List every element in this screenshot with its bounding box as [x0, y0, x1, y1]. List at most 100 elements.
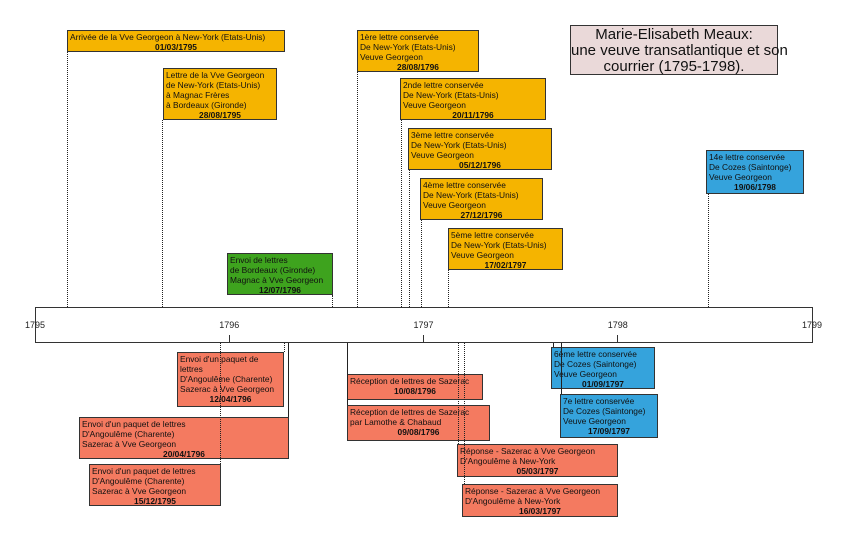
event-text-line: Veuve Georgeon — [563, 416, 626, 426]
event-text-line: Réception de lettres de Sazerac — [350, 407, 470, 417]
event-text-line: Réception de lettres de Sazerac — [350, 376, 470, 386]
connector-reponse-05-03 — [458, 343, 459, 444]
event-text-line: lettres — [180, 364, 203, 374]
event-text-line: D'Angoulême (Charente) — [92, 476, 185, 486]
connector-reponse-16-03 — [464, 343, 465, 484]
event-text-line: De Cozes (Saintonge) — [554, 359, 637, 369]
event-text-line: Sazerac à Vve Georgeon — [180, 384, 275, 394]
event-date: 01/09/1797 — [582, 379, 624, 389]
event-text-line: Lettre de la Vve Georgeon — [166, 70, 265, 80]
event-text-line: à Bordeaux (Gironde) — [166, 100, 247, 110]
event-text-line: Magnac à Vve Georgeon — [230, 275, 324, 285]
axis-label-1796: 1796 — [219, 320, 240, 330]
event-text-line: Sazerac à Vve Georgeon — [92, 486, 187, 496]
event-text-line: 7e lettre conservée — [563, 396, 635, 406]
event-text-line: 4ème lettre conservée — [423, 180, 506, 190]
event-date: 28/08/1795 — [199, 110, 241, 120]
event-text-line: D'Angoulême (Charente) — [180, 374, 273, 384]
event-date: 28/08/1796 — [397, 62, 439, 72]
event-text-line: 14e lettre conservée — [709, 152, 785, 162]
connector-lettre-14 — [708, 194, 709, 307]
axis-tick-1799 — [811, 335, 813, 343]
event-date: 16/03/1797 — [519, 506, 561, 516]
event-text-line: Veuve Georgeon — [709, 172, 772, 182]
event-text-line: D'Angoulême à New-York — [460, 456, 556, 466]
event-text-line: Veuve Georgeon — [411, 150, 474, 160]
event-date: 12/07/1796 — [259, 285, 301, 295]
connector-envoi-bordeaux — [332, 295, 333, 307]
connector-lettre-3 — [409, 170, 410, 307]
event-date: 20/11/1796 — [452, 110, 494, 120]
axis-tick-1797 — [423, 335, 424, 343]
timeline-axis — [35, 307, 813, 343]
event-text-line: Veuve Georgeon — [423, 200, 486, 210]
event-text-line: 6ème lettre conservée — [554, 349, 637, 359]
event-text-line: Veuve Georgeon — [403, 100, 466, 110]
event-date: 17/09/1797 — [588, 426, 630, 436]
event-text-line: 5ème lettre conservée — [451, 230, 534, 240]
event-text-line: D'Angoulême à New-York — [465, 496, 561, 506]
event-text-line: à Magnac Frères — [166, 90, 230, 100]
event-text-line: De New-York (Etats-Unis) — [423, 190, 519, 200]
connector-lettre-5 — [448, 270, 449, 307]
event-box-arrivee: Arrivée de la Vve Georgeon à New-York (E… — [67, 30, 285, 52]
event-text-line: Veuve Georgeon — [554, 369, 617, 379]
event-text-line: par Lamothe & Chabaud — [350, 417, 442, 427]
connector-lettre-4 — [421, 220, 422, 307]
event-text-line: Sazerac à Vve Georgeon — [82, 439, 177, 449]
title-line-2: une veuve transatlantique et son — [571, 42, 788, 59]
event-text-line: Envoi d'un paquet de lettres — [82, 419, 186, 429]
event-date: 19/06/1798 — [734, 182, 776, 192]
axis-label-1797: 1797 — [413, 320, 434, 330]
event-text-line: De New-York (Etats-Unis) — [360, 42, 456, 52]
axis-label-1799: 1799 — [801, 320, 823, 330]
axis-label-1798: 1798 — [607, 320, 628, 330]
event-text-line: D'Angoulême (Charente) — [82, 429, 175, 439]
connector-lettre-2 — [401, 120, 402, 307]
title-line-1: Marie-Elisabeth Meaux: — [595, 26, 753, 43]
event-text-line: Réponse - Sazerac à Vve Georgeon — [460, 446, 596, 456]
connector-envoi-12-04 — [284, 343, 285, 352]
event-text-line: Envoi de lettres — [230, 255, 288, 265]
event-date: 09/08/1796 — [397, 427, 440, 437]
event-text-line: 3ème lettre conservée — [411, 130, 494, 140]
connector-lettre-1 — [357, 72, 358, 307]
event-date: 17/02/1797 — [484, 260, 527, 270]
event-text-line: Envoi d'un paquet de — [180, 354, 259, 364]
event-date: 05/12/1796 — [459, 160, 501, 170]
diagram-title: Marie-Elisabeth Meaux: une veuve transat… — [570, 25, 788, 75]
title-line-3: courrier (1795-1798). — [603, 58, 745, 75]
connector-lettre-6 — [553, 343, 554, 347]
event-text-line: 1ère lettre conservée — [360, 32, 439, 42]
connector-reception-09-08 — [347, 343, 348, 405]
event-text-line: De New-York (Etats-Unis) — [451, 240, 547, 250]
event-text-line: De Cozes (Saintonge) — [709, 162, 792, 172]
event-text-line: Réponse - Sazerac à Vve Georgeon — [465, 486, 601, 496]
event-text-line: De New-York (Etats-Unis) — [411, 140, 507, 150]
event-text-line: De New-York (Etats-Unis) — [403, 90, 499, 100]
connector-lettre-magnac — [162, 120, 163, 307]
event-text-line: Envoi d'un paquet de lettres — [92, 466, 196, 476]
event-text-line: Veuve Georgeon — [451, 250, 514, 260]
axis-tick-1795 — [34, 335, 36, 343]
event-date: 05/03/1797 — [516, 466, 559, 476]
event-date: 01/03/1795 — [155, 42, 197, 52]
event-date: 10/08/1796 — [394, 386, 436, 396]
event-date: 20/04/1796 — [163, 449, 205, 459]
event-text-line: de Bordeaux (Gironde) — [230, 265, 316, 275]
